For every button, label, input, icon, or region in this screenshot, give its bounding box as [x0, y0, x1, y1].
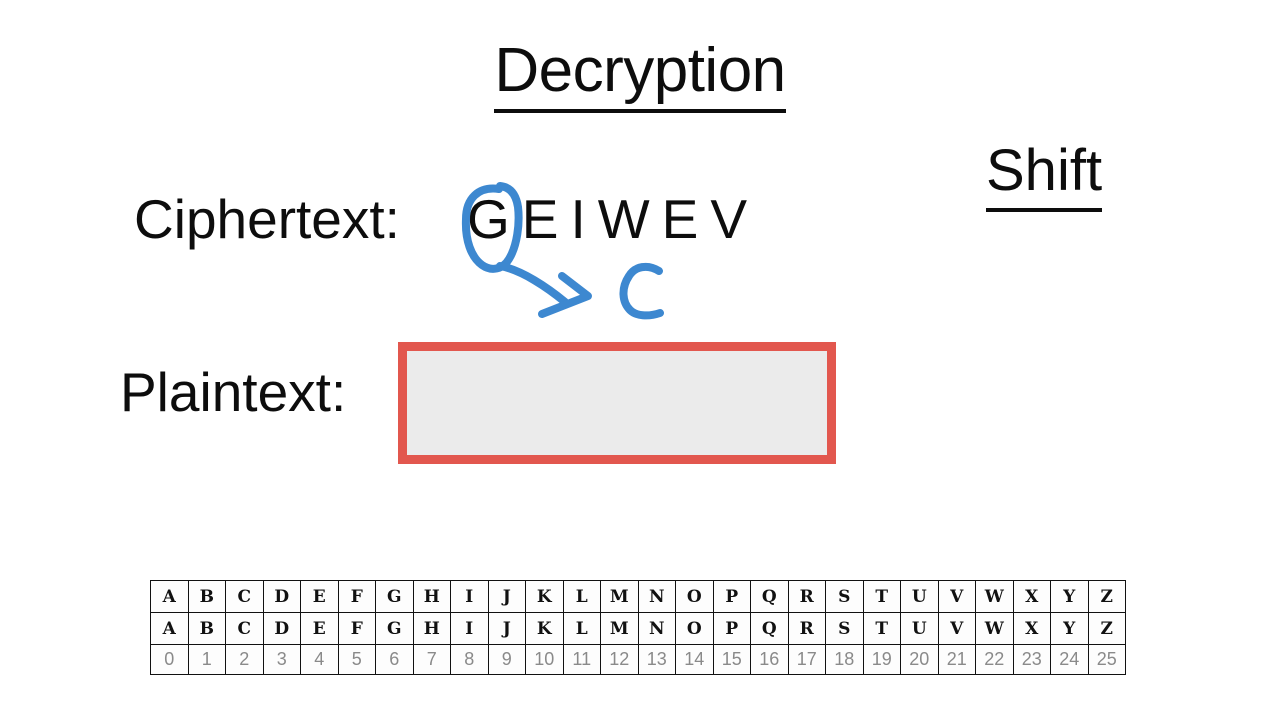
cell-cipher-letter: M: [600, 612, 639, 645]
cell-plain-letter: H: [412, 580, 451, 613]
cell-index-number: 11: [562, 644, 601, 675]
cell-cipher-letter: F: [337, 612, 376, 645]
plaintext-label: Plaintext:: [120, 361, 347, 423]
ciphertext-value: GEIWEV: [467, 188, 760, 250]
cell-plain-letter: P: [712, 580, 751, 613]
cell-cipher-letter: L: [562, 612, 601, 645]
cell-cipher-letter: C: [225, 612, 264, 645]
cell-plain-letter: J: [487, 580, 526, 613]
plaintext-answer-box[interactable]: [398, 342, 836, 464]
cell-cipher-letter: R: [787, 612, 826, 645]
cell-index-number: 9: [487, 644, 526, 675]
cell-plain-letter: N: [637, 580, 676, 613]
cell-index-number: 6: [375, 644, 414, 675]
cell-cipher-letter: N: [637, 612, 676, 645]
cell-index-number: 1: [187, 644, 226, 675]
cell-plain-letter: B: [187, 580, 226, 613]
cell-index-number: 3: [262, 644, 301, 675]
cell-plain-letter: D: [262, 580, 301, 613]
cell-plain-letter: T: [862, 580, 901, 613]
arrow-head-icon: [538, 272, 592, 318]
arrow-shaft-icon: [496, 262, 569, 306]
cell-cipher-letter: S: [825, 612, 864, 645]
cell-index-number: 0: [150, 644, 189, 675]
cell-index-number: 2: [225, 644, 264, 675]
cell-cipher-letter: E: [300, 612, 339, 645]
cell-plain-letter: W: [975, 580, 1014, 613]
shift-heading-label: Shift: [986, 138, 1103, 212]
cell-plain-letter: G: [375, 580, 414, 613]
cell-index-number: 13: [637, 644, 676, 675]
shift-heading: Shift: [986, 138, 1103, 212]
cell-plain-letter: C: [225, 580, 264, 613]
cell-plain-letter: V: [937, 580, 976, 613]
cell-cipher-letter: Z: [1087, 612, 1126, 645]
cell-plain-letter: Z: [1087, 580, 1126, 613]
ciphertext-label: Ciphertext:: [134, 188, 400, 250]
cell-index-number: 25: [1087, 644, 1126, 675]
cell-cipher-letter: K: [525, 612, 564, 645]
cell-index-number: 4: [300, 644, 339, 675]
cell-plain-letter: A: [150, 580, 189, 613]
cell-index-number: 18: [825, 644, 864, 675]
cell-cipher-letter: A: [150, 612, 189, 645]
cell-index-number: 21: [937, 644, 976, 675]
cell-cipher-letter: V: [937, 612, 976, 645]
cell-plain-letter: S: [825, 580, 864, 613]
cell-index-number: 10: [525, 644, 564, 675]
cell-cipher-letter: Q: [750, 612, 789, 645]
cell-plain-letter: L: [562, 580, 601, 613]
cell-plain-letter: M: [600, 580, 639, 613]
cell-plain-letter: Q: [750, 580, 789, 613]
handwritten-c-annotation: [619, 262, 664, 320]
page-title: Decryption: [0, 36, 1280, 113]
cell-plain-letter: F: [337, 580, 376, 613]
cell-cipher-letter: G: [375, 612, 414, 645]
cell-cipher-letter: H: [412, 612, 451, 645]
cell-index-number: 5: [337, 644, 376, 675]
cell-index-number: 8: [450, 644, 489, 675]
cell-index-number: 23: [1012, 644, 1051, 675]
cell-index-number: 16: [750, 644, 789, 675]
cell-index-number: 12: [600, 644, 639, 675]
cell-index-number: 20: [900, 644, 939, 675]
cell-index-number: 17: [787, 644, 826, 675]
cell-index-number: 22: [975, 644, 1014, 675]
cell-cipher-letter: J: [487, 612, 526, 645]
cell-plain-letter: I: [450, 580, 489, 613]
cell-index-number: 19: [862, 644, 901, 675]
cell-cipher-letter: Y: [1050, 612, 1089, 645]
cell-cipher-letter: O: [675, 612, 714, 645]
cell-index-number: 14: [675, 644, 714, 675]
cell-cipher-letter: P: [712, 612, 751, 645]
cell-cipher-letter: D: [262, 612, 301, 645]
cell-plain-letter: U: [900, 580, 939, 613]
cell-index-number: 15: [712, 644, 751, 675]
cell-cipher-letter: U: [900, 612, 939, 645]
cell-plain-letter: K: [525, 580, 564, 613]
cell-cipher-letter: T: [862, 612, 901, 645]
cell-plain-letter: O: [675, 580, 714, 613]
cell-cipher-letter: B: [187, 612, 226, 645]
cell-plain-letter: R: [787, 580, 826, 613]
cell-plain-letter: Y: [1050, 580, 1089, 613]
page-title-text: Decryption: [494, 36, 786, 113]
cell-cipher-letter: W: [975, 612, 1014, 645]
cell-cipher-letter: I: [450, 612, 489, 645]
cell-index-number: 24: [1050, 644, 1089, 675]
cell-plain-letter: E: [300, 580, 339, 613]
cell-cipher-letter: X: [1012, 612, 1051, 645]
cell-plain-letter: X: [1012, 580, 1051, 613]
cell-index-number: 7: [412, 644, 451, 675]
